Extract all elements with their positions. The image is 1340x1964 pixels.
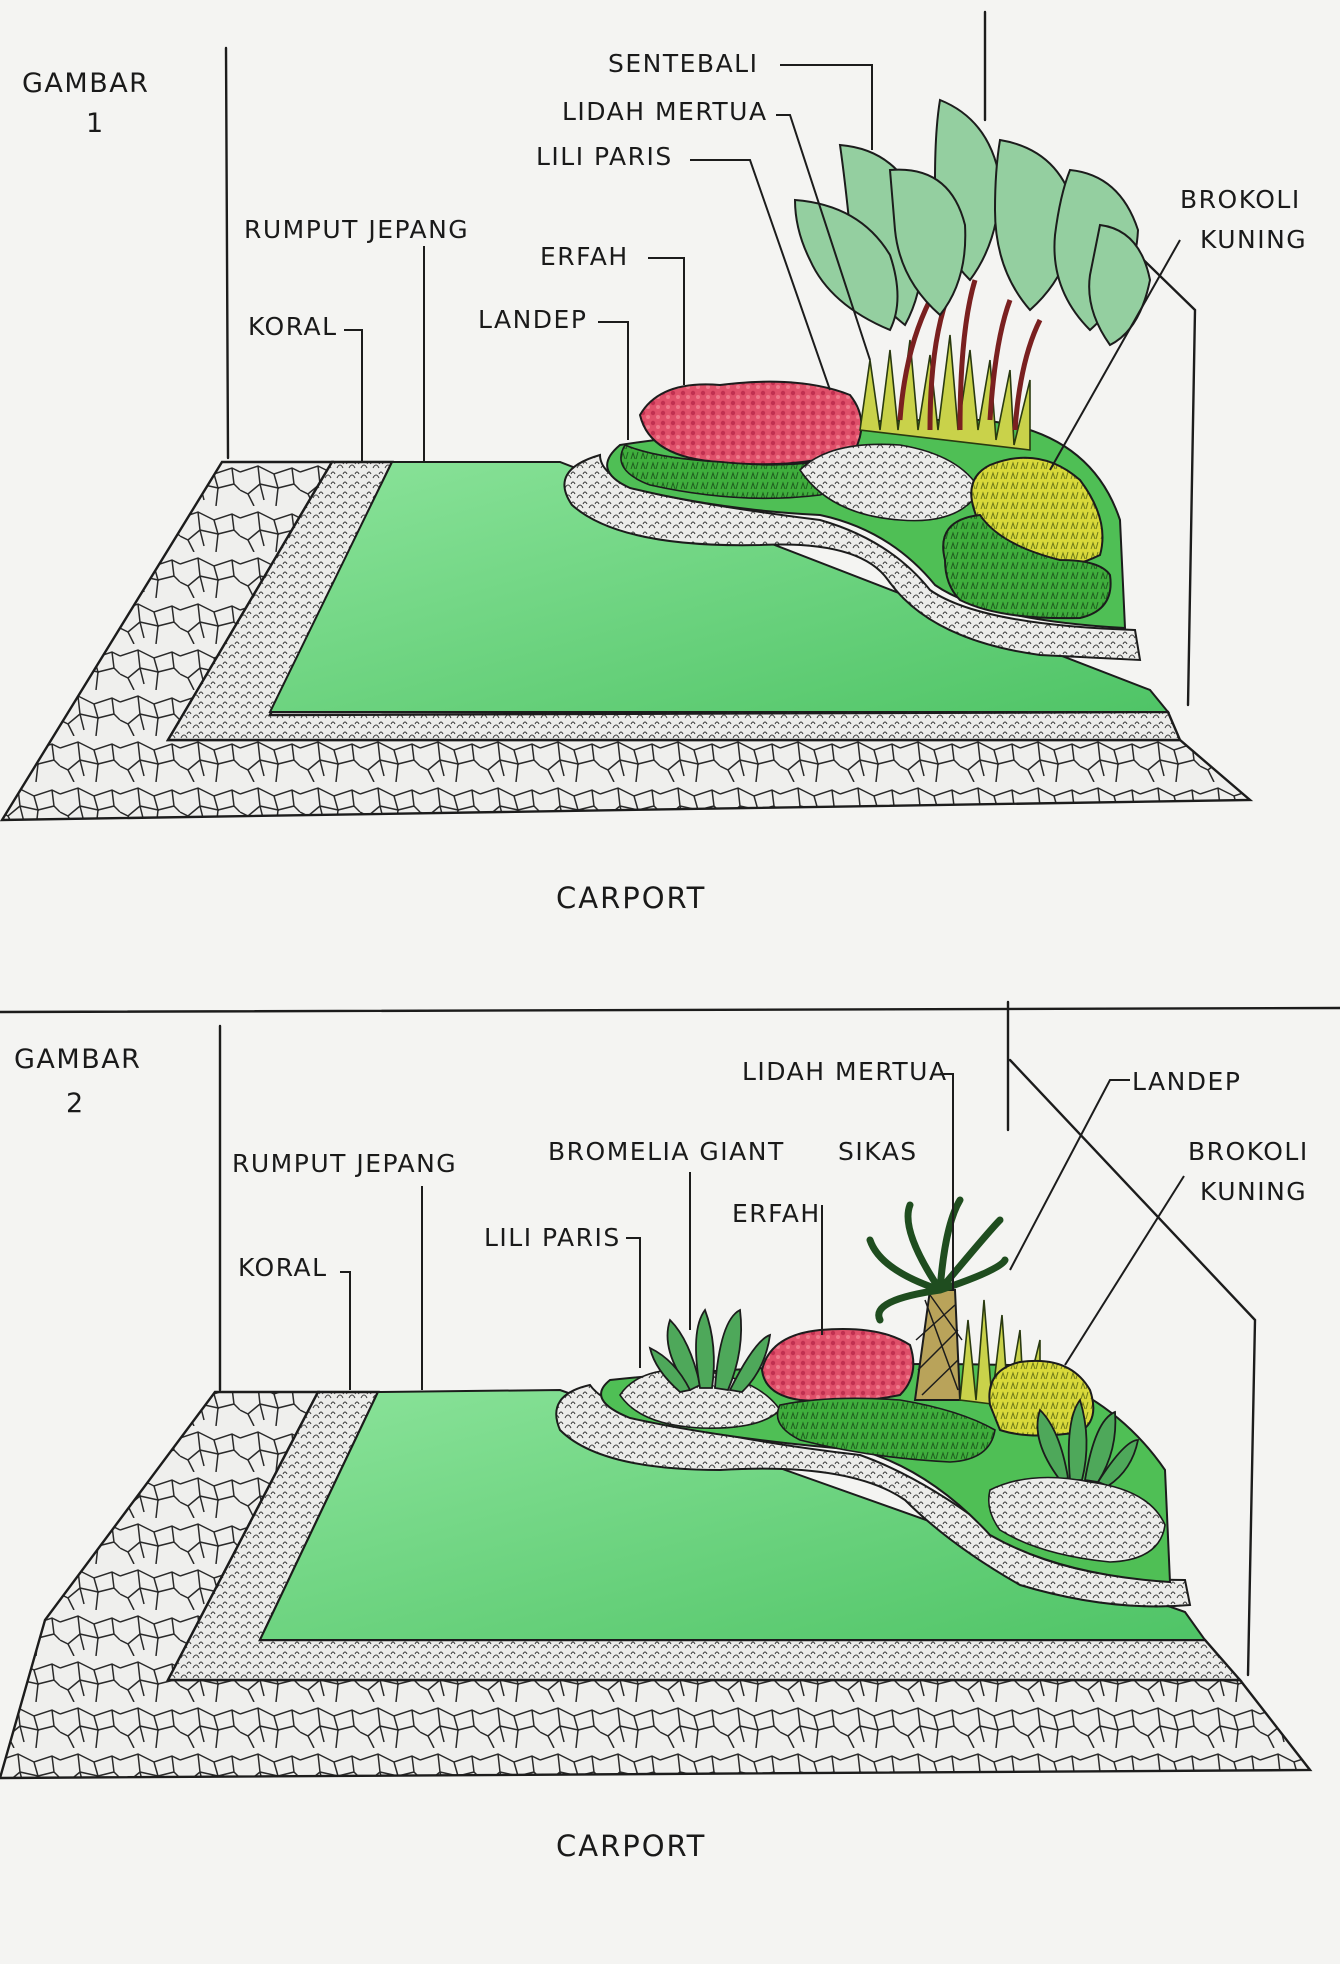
section-divider bbox=[0, 1006, 1340, 1014]
drawing-2-label-lili-paris: LILI PARIS bbox=[484, 1223, 621, 1252]
drawing-1-sentebali-plant bbox=[793, 98, 1152, 347]
drawing-2-label-lidah-mertua: LIDAH MERTUA bbox=[742, 1057, 948, 1086]
drawing-1: GAMBAR 1 bbox=[0, 10, 1307, 915]
drawing-2-label-koral: KORAL bbox=[238, 1253, 328, 1282]
drawing-1-lidah-mertua-grass bbox=[859, 334, 1031, 451]
drawing-2-erfah-shrub bbox=[760, 1328, 915, 1403]
drawing-2-sikas-palm bbox=[866, 1196, 1009, 1401]
drawing-2-label-brokoli-line2: KUNING bbox=[1200, 1177, 1307, 1206]
drawing-1-label-brokoli-line2: KUNING bbox=[1200, 225, 1307, 254]
drawing-1-label-rumput-jepang: RUMPUT JEPANG bbox=[244, 215, 469, 244]
drawing-2-label-erfah: ERFAH bbox=[732, 1199, 821, 1228]
drawing-2-label-landep: LANDEP bbox=[1132, 1067, 1241, 1096]
drawing-2-label-brokoli-line1: BROKOLI bbox=[1188, 1137, 1309, 1166]
drawing-2-label-rumput-jepang: RUMPUT JEPANG bbox=[232, 1149, 457, 1178]
drawing-2-lawn bbox=[258, 1388, 1207, 1641]
drawing-1-label-lili-paris: LILI PARIS bbox=[536, 142, 673, 171]
drawing-1-wall-lines bbox=[224, 10, 1197, 707]
drawing-2-leader-lines bbox=[340, 1073, 1185, 1390]
drawing-1-label-lidah-mertua: LIDAH MERTUA bbox=[562, 97, 768, 126]
drawing-1-label-erfah: ERFAH bbox=[540, 242, 629, 271]
drawing-2-title-line2: 2 bbox=[66, 1088, 85, 1119]
drawing-2-footer-carport: CARPORT bbox=[556, 1829, 706, 1863]
drawing-1-label-koral: KORAL bbox=[248, 312, 338, 341]
drawing-1-label-landep: LANDEP bbox=[478, 305, 587, 334]
drawing-2-landep-shrub bbox=[776, 1397, 996, 1463]
drawing-1-title-line2: 1 bbox=[86, 108, 105, 139]
drawing-2-title-line1: GAMBAR bbox=[14, 1044, 141, 1075]
drawing-2: GAMBAR 2 bbox=[0, 1000, 1313, 1863]
drawing-2-right-gravel-shrub bbox=[987, 1476, 1166, 1563]
drawing-1-label-brokoli-line1: BROKOLI bbox=[1180, 185, 1301, 214]
drawing-1-title-line1: GAMBAR bbox=[22, 68, 149, 99]
drawing-1-lower-green-shrub bbox=[942, 513, 1112, 620]
drawing-1-lawn bbox=[268, 461, 1171, 713]
drawing-2-label-sikas: SIKAS bbox=[838, 1137, 918, 1166]
drawing-2-wall-lines bbox=[218, 1000, 1257, 1677]
drawing-1-sentebali-stems bbox=[897, 279, 1043, 431]
drawing-2-bromelia-right bbox=[1036, 1398, 1140, 1488]
drawing-2-label-bromelia-giant: BROMELIA GIANT bbox=[548, 1137, 785, 1166]
drawing-1-leader-lines bbox=[344, 64, 1181, 471]
drawing-1-label-sentebali: SENTEBALI bbox=[608, 49, 759, 78]
drawing-2-bed-gravel-border bbox=[555, 1383, 1192, 1608]
drawing-1-footer-carport: CARPORT bbox=[556, 881, 706, 915]
drawing-2-bromelia-giant bbox=[648, 1308, 772, 1393]
